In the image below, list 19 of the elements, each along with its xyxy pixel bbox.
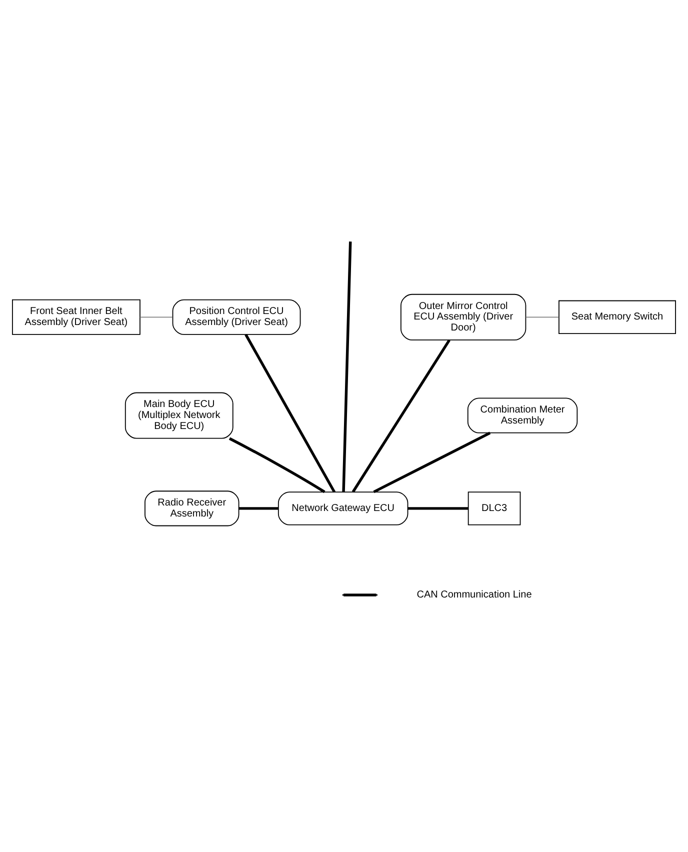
node-box: Seat Memory Switch: [558, 300, 676, 334]
connector: [238, 507, 278, 510]
node-box: Combination Meter Assembly: [467, 398, 578, 434]
connector: [352, 339, 450, 493]
node-box: Front Seat Inner Belt Assembly (Driver Seat): [12, 299, 140, 335]
legend-label: CAN Communication Line: [416, 590, 532, 601]
connector: [244, 334, 336, 493]
connector: [373, 432, 491, 494]
node-box: Network Gateway ECU: [278, 492, 408, 526]
connector: [525, 316, 560, 318]
node-box: Radio Receiver Assembly: [144, 490, 240, 526]
node-box: Outer Mirror Control ECU Assembly (Driver Door): [400, 294, 526, 340]
connector: [228, 437, 326, 494]
connector: [140, 316, 173, 318]
connector: [408, 507, 468, 510]
node-box: Main Body ECU (Multiplex Network Body ECU): [124, 392, 234, 439]
connector: [342, 242, 352, 492]
node-box: Position Control ECU Assembly (Driver Seat): [172, 299, 301, 335]
node-box: DLC3: [468, 492, 521, 526]
